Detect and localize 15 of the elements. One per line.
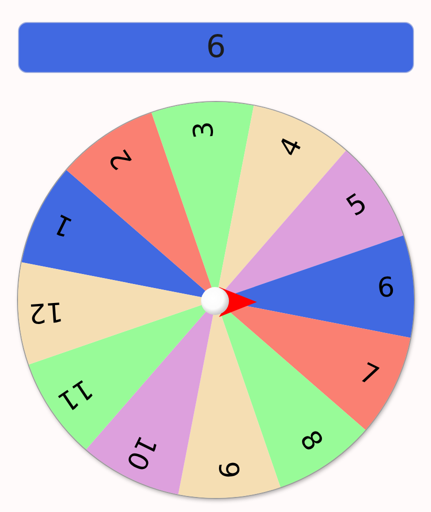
slice-number: 8: [295, 426, 328, 456]
result-bar: [19, 23, 413, 72]
slice-number: 4: [274, 134, 306, 161]
slice-number: 12: [28, 297, 64, 326]
slice-number: 11: [53, 374, 97, 416]
slice-number: 7: [355, 358, 382, 390]
result-number: 6: [206, 32, 226, 63]
slice-number: 6: [376, 274, 396, 302]
slice-number: 9: [214, 460, 242, 480]
spinner-wheel: [18, 102, 414, 498]
slice-number: 10: [122, 431, 162, 474]
slice-number: 2: [104, 144, 137, 174]
slice-number: 5: [342, 188, 372, 221]
slice-number: 1: [50, 210, 77, 242]
slice-number: 3: [190, 120, 218, 140]
